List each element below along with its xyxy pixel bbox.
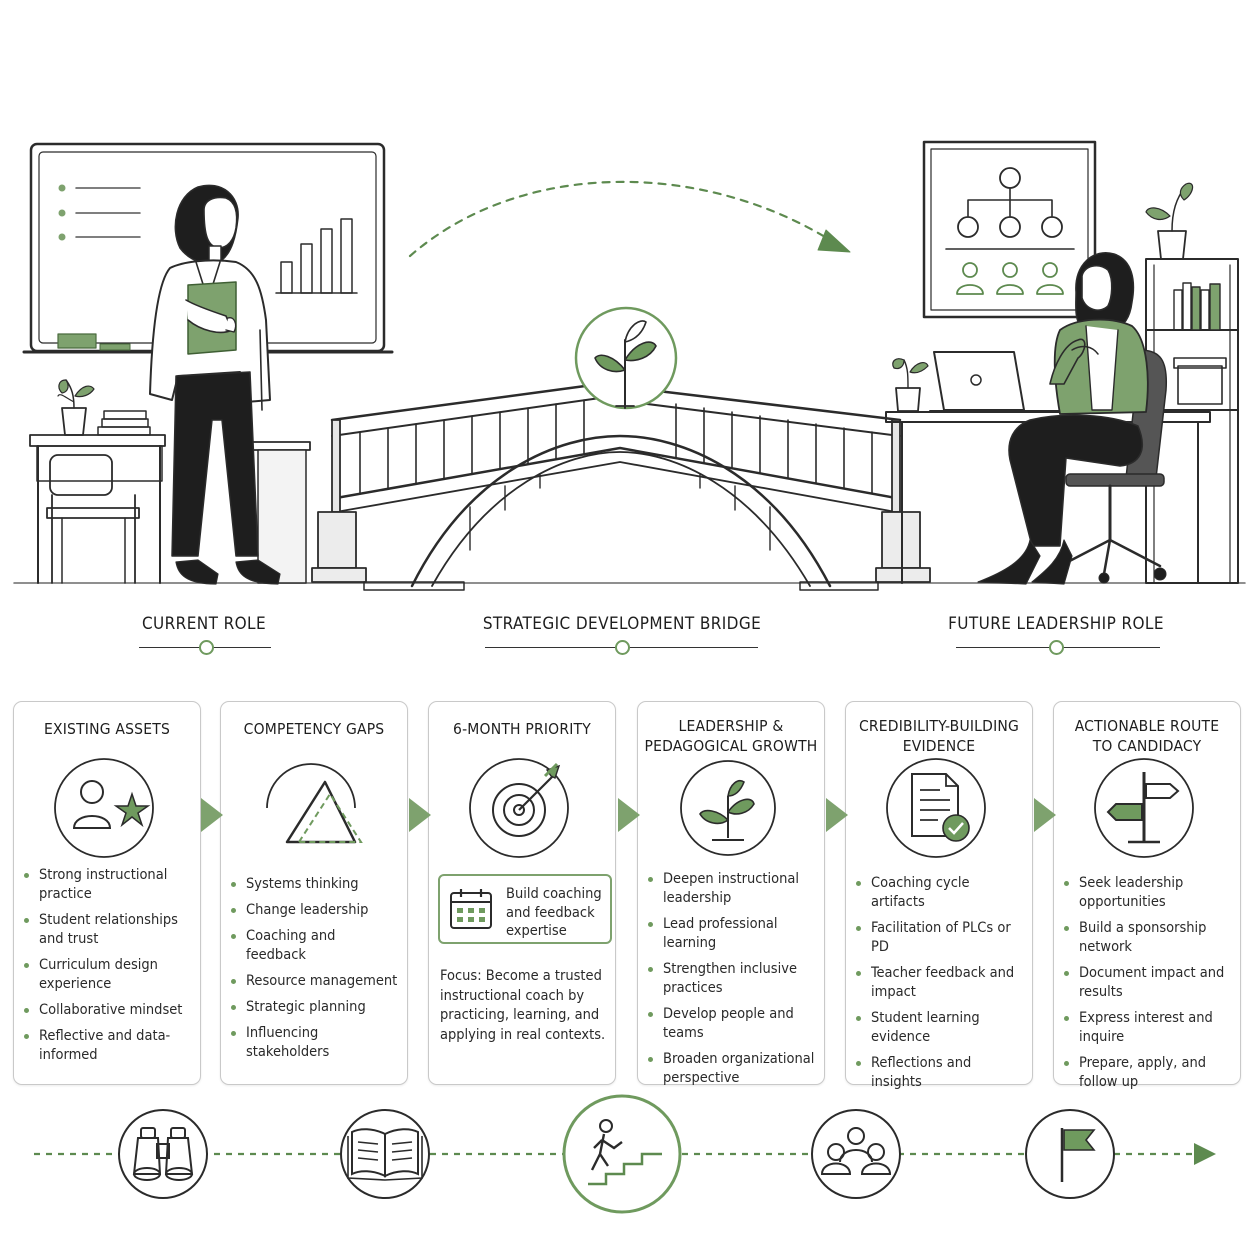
priority-box: Build coaching and feedback expertise	[438, 874, 612, 944]
card-list: Strong instructional practice Student re…	[14, 866, 200, 1072]
list-item: Strong instructional practice	[24, 866, 192, 904]
list-item: Curriculum design experience	[24, 956, 192, 994]
card-list: Systems thinking Change leadership Coach…	[221, 875, 407, 1069]
flow-arrow	[409, 798, 431, 832]
flag-icon	[1025, 1109, 1115, 1199]
timeline	[34, 1094, 1216, 1214]
org-chart-frame	[922, 140, 1097, 319]
list-item: Seek leadership opportunities	[1064, 874, 1232, 912]
mountain-triangles-icon	[266, 763, 363, 844]
list-item: Resource management	[231, 973, 398, 989]
list-item: Collaborative mindset	[24, 1001, 192, 1020]
scene-illustration	[13, 140, 1246, 591]
team-icon	[811, 1109, 901, 1199]
list-item: Facilitation of PLCs or PD	[856, 919, 1024, 957]
future-role-dot	[1049, 640, 1064, 655]
bridge	[311, 306, 931, 591]
current-role-label: CURRENT ROLE	[141, 614, 267, 634]
card-title: 6-MONTH PRIORITY	[453, 720, 591, 738]
card-competency-gaps: COMPETENCY GAPS Systems thinking Change …	[220, 701, 408, 1085]
card-existing-assets: EXISTING ASSETS Strong instructional pra…	[13, 701, 201, 1085]
list-item: Document impact and results	[1064, 964, 1232, 1002]
card-title: LEADERSHIP &PEDAGOGICAL GROWTH	[644, 717, 818, 755]
open-book-icon	[340, 1109, 430, 1199]
list-item: Coaching cycle artifacts	[856, 874, 1024, 912]
list-item: Strategic planning	[231, 998, 399, 1017]
list-item: Prepare, apply, and follow up	[1064, 1054, 1232, 1092]
teacher-figure	[149, 184, 281, 585]
flow-arrow	[618, 798, 640, 832]
bridge-label: STRATEGIC DEVELOPMENT BRIDGE	[482, 614, 762, 634]
list-item: Broaden organizational perspective	[648, 1051, 815, 1086]
list-item: Lead professional learning	[648, 915, 816, 953]
flow-arrow	[826, 798, 848, 832]
current-role-dot	[199, 640, 214, 655]
list-item: Build a sponsorship network	[1064, 919, 1232, 957]
leader-figure	[977, 252, 1168, 585]
flow-arrow	[1034, 798, 1056, 832]
list-item: Student relationships and trust	[24, 911, 192, 949]
card-list: Coaching cycle artifacts Facilitation of…	[846, 874, 1032, 1099]
signpost-icon	[1094, 758, 1194, 858]
binoculars-icon	[118, 1109, 208, 1199]
list-item: Systems thinking	[231, 875, 399, 894]
list-item: Express interest and inquire	[1064, 1009, 1232, 1047]
list-item: Change leadership	[231, 901, 399, 920]
sprout-icon	[680, 760, 776, 856]
list-item: Strengthen inclusive practices	[648, 960, 816, 998]
list-item: Coaching and feedback	[231, 927, 399, 965]
list-item: Influencing stakeholders	[231, 1024, 399, 1062]
focus-text: Focus: Become a trusted instructional co…	[440, 968, 606, 1043]
card-6-month-priority: 6-MONTH PRIORITY Build coaching and feed…	[428, 701, 616, 1085]
list-item: Student learning evidence	[856, 1009, 1024, 1047]
future-role-label: FUTURE LEADERSHIP ROLE	[948, 614, 1164, 634]
card-leadership-growth: LEADERSHIP &PEDAGOGICAL GROWTH Deepen in…	[637, 701, 825, 1086]
list-item: Reflective and data-informed	[24, 1027, 192, 1065]
card-title: COMPETENCY GAPS	[243, 720, 385, 738]
student-desk	[29, 379, 166, 584]
list-item: Deepen instructional leadership	[648, 870, 816, 908]
bridge-dot	[615, 640, 630, 655]
target-icon	[469, 758, 569, 858]
card-title: EXISTING ASSETS	[43, 720, 171, 738]
climbing-stairs-icon	[562, 1094, 682, 1214]
list-item: Teacher feedback and impact	[856, 964, 1024, 1002]
document-check-icon	[886, 758, 986, 858]
flow-arrow	[201, 798, 223, 832]
calendar-icon	[450, 889, 492, 929]
list-item: Develop people and teams	[648, 1005, 816, 1043]
list-item: Reflections and insights	[856, 1054, 1024, 1092]
person-star-icon	[54, 758, 154, 858]
priority-text: Build coaching and feedback expertise	[506, 886, 602, 939]
card-list: Seek leadership opportunities Build a sp…	[1054, 874, 1240, 1099]
card-list: Deepen instructional leadership Lead pro…	[638, 870, 824, 1095]
